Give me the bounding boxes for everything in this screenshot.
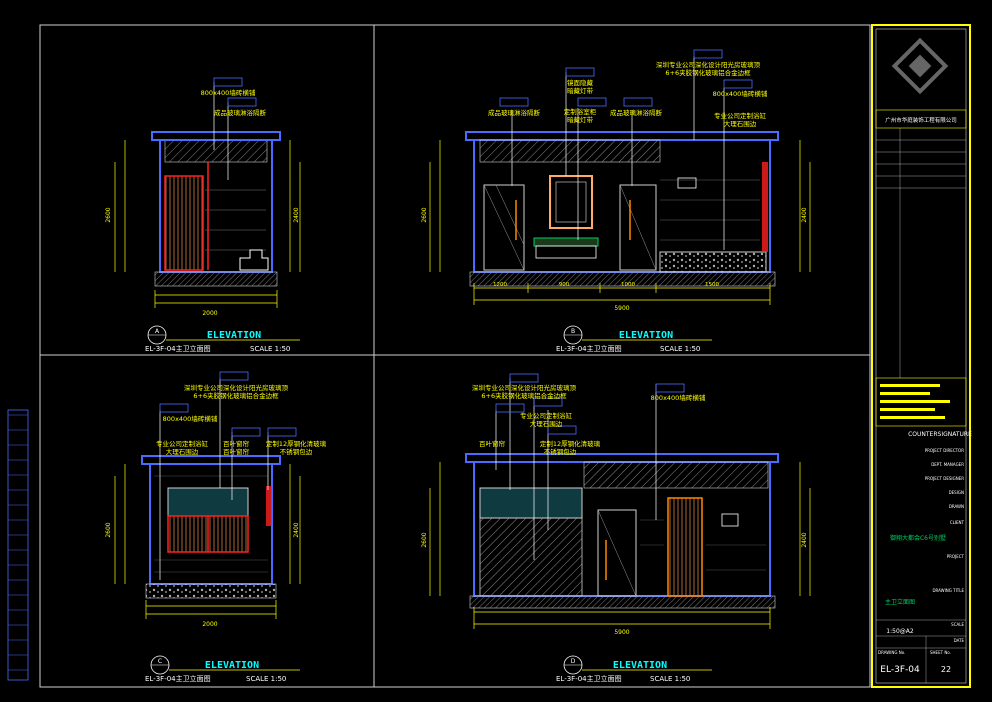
left-ruler <box>7 409 29 681</box>
panel-b-note-6: 成品玻璃淋浴隔断 <box>610 108 663 117</box>
panel-c-note-4: 专业公司定制浴缸 <box>156 439 209 448</box>
panel-b-note-7: 深圳专业公司深化设计阳光房玻璃顶 <box>656 60 761 69</box>
elevation-panel-a: 2000 2600 2400 800x400墙砖横铺 成品玻璃淋浴隔断 A EL… <box>105 77 301 353</box>
panel-b-note-9: 800x400墙砖横铺 <box>713 89 768 98</box>
panel-d-note-4: 百叶窗帘 <box>479 439 506 448</box>
panel-c-note-2: 6+6夹胶钢化玻璃铝合金边框 <box>193 391 279 400</box>
panel-b-note-8: 6+6夹胶钢化玻璃铝合金边框 <box>665 68 751 77</box>
panel-d-note-6: 大理石围边 <box>530 419 563 428</box>
panel-d-note-5: 专业公司定制浴缸 <box>520 411 573 420</box>
label-project-director: PROJECT DIRECTOR <box>925 448 965 453</box>
label-drawing-title: DRAWING TITLE <box>932 588 964 593</box>
elevation-panel-c: 2000 2600 2400 深圳专业公司深化设计阳光房玻璃顶 6+6夹胶钢化玻… <box>105 371 327 683</box>
panel-d-note-2: 6+6夹胶钢化玻璃铝合金边框 <box>481 391 567 400</box>
panel-b-note-1: 成品玻璃淋浴隔断 <box>488 108 541 117</box>
panel-b-subtitle: EL-3F-04主卫立面图 <box>556 344 622 353</box>
label-drawing-no: DRAWING No. <box>878 650 905 655</box>
panel-a-note-2: 成品玻璃淋浴隔断 <box>214 108 267 117</box>
panel-b-title: ELEVATION <box>619 330 673 341</box>
sheet-number: 22 <box>941 665 951 674</box>
svg-text:C: C <box>158 658 162 665</box>
panel-b-dim-3: 1000 <box>621 282 635 288</box>
drawing-title-value: 主卫立面图 <box>885 598 915 606</box>
company-name: 广州市华庭装饰工程有限公司 <box>885 116 957 124</box>
panel-b-side-dim-left: 2600 <box>421 207 428 222</box>
panel-d-note-1: 深圳专业公司深化设计阳光房玻璃顶 <box>472 383 577 392</box>
project-name: 御翔大都会C6号别墅 <box>890 534 946 542</box>
label-drawn: DRAWN <box>949 504 964 509</box>
label-design: DESIGN <box>949 490 964 495</box>
panel-d-subtitle: EL-3F-04主卫立面图 <box>556 674 622 683</box>
panel-d-title: ELEVATION <box>613 660 667 671</box>
panel-b-dim-total: 5900 <box>614 305 629 312</box>
panel-d-scale: SCALE 1:50 <box>650 675 690 683</box>
panel-d-note-7: 定制12厚钢化清玻璃 <box>540 439 601 448</box>
label-project: PROJECT <box>947 554 965 559</box>
panel-b-note-2: 镜面隐藏 <box>567 78 594 87</box>
panel-c-side-dim-left: 2600 <box>105 522 112 537</box>
panel-b-note-11: 大理石围边 <box>724 119 757 128</box>
label-project-designer: PROJECT DESIGNER <box>925 476 965 481</box>
panel-c-bottom-dim: 2000 <box>202 621 217 628</box>
panel-c-note-5: 大理石围边 <box>166 447 199 456</box>
svg-text:A: A <box>155 328 160 335</box>
label-date: DATE <box>954 638 965 643</box>
panel-a-title: ELEVATION <box>207 330 261 341</box>
panel-d-side-dim-left: 2600 <box>421 532 428 547</box>
panel-c-note-3: 800x400墙砖横铺 <box>163 414 218 423</box>
panel-b-dim-2: 900 <box>559 282 570 288</box>
panel-b-note-4: 定制浴室柜 <box>564 107 597 116</box>
svg-text:D: D <box>571 658 576 665</box>
panel-b-note-10: 专业公司定制浴缸 <box>714 111 767 120</box>
label-sheet-no: SHEET No. <box>930 650 951 655</box>
drawing-number: EL-3F-04 <box>880 665 920 675</box>
panel-b-note-5: 暗藏灯带 <box>567 115 594 124</box>
panel-b-side-dim-right: 2400 <box>801 207 808 222</box>
elevation-panel-b: 1200 900 1000 1500 5900 2600 2400 成品玻璃淋浴… <box>421 49 811 353</box>
svg-text:B: B <box>571 328 575 335</box>
title-block: 广州市华庭装饰工程有限公司 COUNTERSIGNATURE PROJECT D… <box>871 24 972 688</box>
panel-a-note-1: 800x400墙砖横铺 <box>201 88 256 97</box>
panel-c-scale: SCALE 1:50 <box>246 675 286 683</box>
countersignature-label: COUNTERSIGNATURE <box>908 431 972 438</box>
panel-c-side-dim-right: 2400 <box>293 522 300 537</box>
panel-d-note-8: 不锈钢包边 <box>544 447 577 456</box>
panel-b-note-3: 暗藏灯带 <box>567 86 594 95</box>
panel-a-bottom-dim: 2000 <box>202 310 217 317</box>
panel-c-note-9: 不锈钢包边 <box>280 447 313 456</box>
outer-frame <box>39 24 871 688</box>
label-client: CLIENT <box>950 520 965 525</box>
elevation-panel-d: 5900 2600 2400 深圳专业公司深化设计阳光房玻璃顶 6+6夹胶钢化玻… <box>421 373 811 683</box>
scale-value: 1:50@A2 <box>886 628 914 635</box>
panel-a-scale: SCALE 1:50 <box>250 345 290 353</box>
panel-c-note-1: 深圳专业公司深化设计阳光房玻璃顶 <box>184 383 289 392</box>
panel-d-note-3: 800x400墙砖横铺 <box>651 393 706 402</box>
panel-c-note-8: 定制12厚钢化清玻璃 <box>266 439 327 448</box>
panel-b-dim-1: 1200 <box>493 282 507 288</box>
panel-d-bottom-dim: 5900 <box>614 629 629 636</box>
panel-c-note-6: 百叶窗帘 <box>223 439 250 448</box>
company-logo-icon <box>891 37 949 95</box>
panel-a-subtitle: EL-3F-04主卫立面图 <box>145 344 211 353</box>
panel-a-side-dim-left: 2600 <box>105 207 112 222</box>
label-scale: SCALE <box>951 622 964 627</box>
panel-d-side-dim-right: 2400 <box>801 532 808 547</box>
panel-a-side-dim-right: 2400 <box>293 207 300 222</box>
panel-b-dim-4: 1500 <box>705 282 719 288</box>
panel-c-title: ELEVATION <box>205 660 259 671</box>
panel-b-scale: SCALE 1:50 <box>660 345 700 353</box>
panel-c-note-7: 百叶窗帘 <box>223 447 250 456</box>
panel-c-subtitle: EL-3F-04主卫立面图 <box>145 674 211 683</box>
label-dept-manager: DEPT. MANAGER <box>931 462 964 467</box>
